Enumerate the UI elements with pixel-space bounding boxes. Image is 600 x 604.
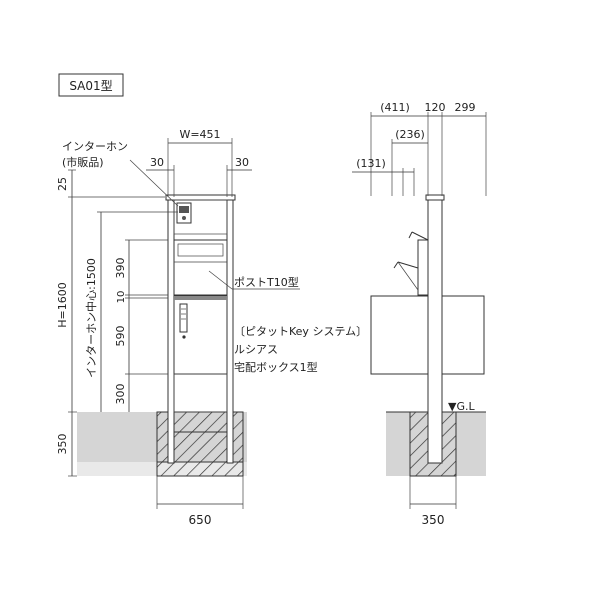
model-label: SA01型 [69, 79, 112, 93]
gl-label: ▼G.L [448, 400, 475, 413]
side-base-width-label: 350 [422, 513, 445, 527]
intercom-center-label: インターホン中心:1500 [85, 258, 98, 378]
post-label: ポストT10型 [234, 275, 299, 289]
dim-299-label: 299 [455, 101, 476, 114]
delivery-box-keypad [179, 303, 188, 333]
dim-236-label: (236) [395, 128, 425, 141]
front-top-cap [165, 194, 236, 201]
delivery-box-lock [182, 335, 186, 339]
side-delivery-box-back [441, 295, 485, 375]
dim-300-label: 300 [114, 384, 127, 405]
dim-10-label: 10 [116, 291, 127, 304]
model-label-box: SA01型 [58, 73, 124, 97]
height-dim-label: H=1600 [56, 282, 69, 327]
front-right-post [226, 196, 234, 464]
side-post-box [417, 239, 429, 296]
dim-120-label: 120 [425, 101, 446, 114]
intercom-note: (市販品) [62, 155, 104, 169]
side-top-cap [425, 194, 445, 201]
front-lower-frame [173, 373, 228, 413]
system-label: 〔ピタットKey システム〕 [234, 325, 367, 338]
left-margin-label: 30 [150, 156, 164, 169]
front-upper-panel [173, 199, 228, 235]
front-left-post [167, 196, 175, 464]
box-label-line2: 宅配ボックス1型 [234, 360, 318, 374]
box-label-line1: ルシアス [234, 343, 278, 356]
depth-350-label: 350 [56, 434, 69, 455]
dim-411-label: (411) [380, 101, 410, 114]
intercom-button [182, 216, 186, 220]
right-margin-label: 30 [235, 156, 249, 169]
side-view: (411) 120 299 (236) (131) ▼G.L 350 [352, 101, 487, 527]
dim-590-label: 590 [114, 326, 127, 347]
front-base-width-label: 650 [189, 513, 212, 527]
width-dim-label: W=451 [179, 128, 220, 141]
side-post-flap [411, 231, 429, 241]
delivery-box-top-strip [174, 296, 227, 300]
post-box [173, 239, 228, 296]
post-leader-line [208, 270, 233, 290]
intercom-label: インターホン [62, 140, 128, 153]
dim-390-label: 390 [114, 258, 127, 279]
intercom-leader-line [129, 159, 179, 207]
top-dim-label: 25 [56, 177, 69, 191]
front-view: W=451 30 30 インターホン (市販品) 25 H=1600 350 イ… [56, 128, 367, 527]
side-delivery-box-front [370, 295, 429, 375]
side-post [427, 196, 443, 464]
intercom-camera [179, 206, 189, 213]
post-box-insert-slot [177, 243, 224, 257]
dim-131-label: (131) [356, 157, 386, 170]
front-foundation-base [156, 461, 244, 477]
side-post-lid [397, 261, 419, 269]
